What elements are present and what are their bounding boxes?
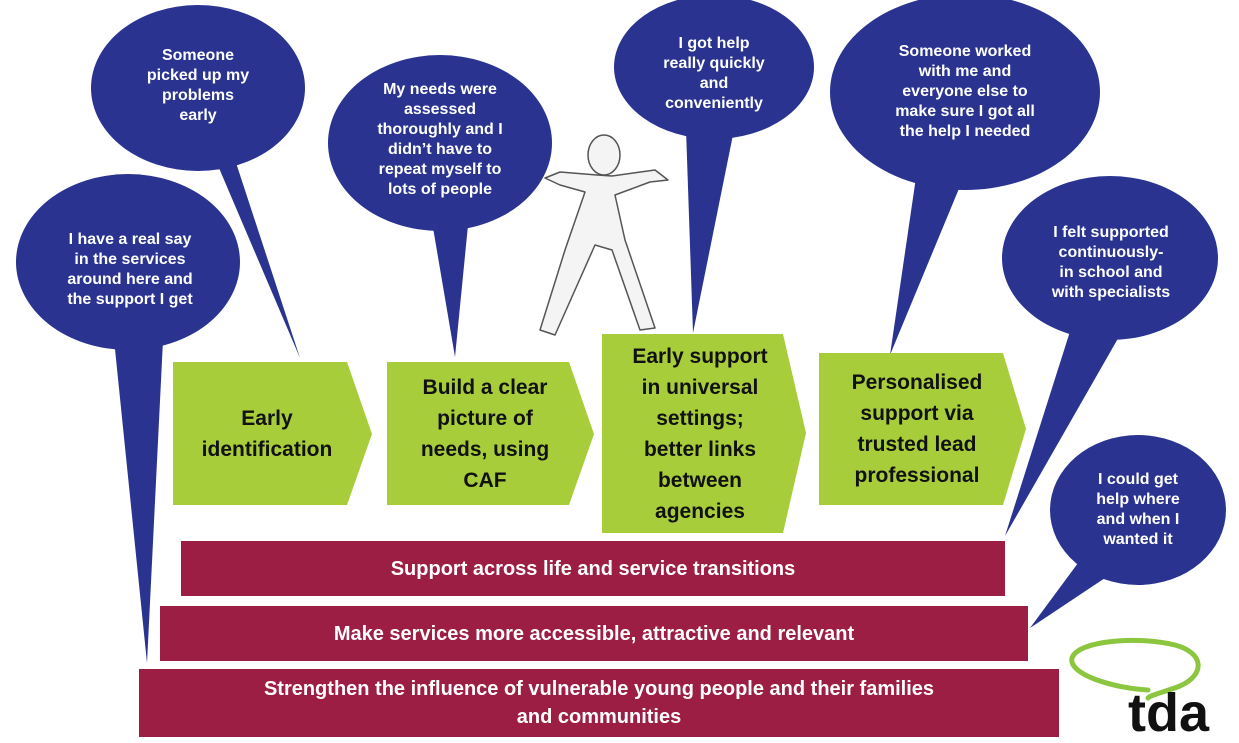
speech-bubble-felt-supported: [1002, 176, 1218, 536]
bubble-text-real-say: I have a real say in the services around…: [67, 231, 193, 308]
arrow-shape-early-support: [602, 334, 806, 533]
tda-logo-text: tda: [1128, 683, 1209, 743]
bubble-text-help-where-when: I could get help where and when I wanted…: [1096, 471, 1180, 548]
bar-shape-accessible: [160, 606, 1028, 661]
bubble-text-felt-supported: I felt supported continuously- in school…: [1051, 224, 1171, 301]
speech-bubble-worked-with-me: [830, 0, 1100, 355]
speech-bubble-quick-help: [614, 0, 814, 333]
speech-bubble-help-where-when: [1030, 435, 1226, 628]
arrow-shape-build-clear-picture: [387, 362, 594, 505]
speech-bubble-real-say: [16, 174, 240, 663]
speech-bubble-early-problems: [91, 5, 305, 358]
logo-swoosh-icon: [1069, 637, 1201, 701]
bubble-text-needs-assessed: My needs were assessed thoroughly and I …: [377, 81, 503, 198]
arrow-label-personalised-support: Personalised support via trusted lead pr…: [851, 371, 983, 487]
bubble-text-early-problems: Someone picked up my problems early: [146, 47, 250, 124]
bar-shape-influence: [139, 669, 1059, 737]
bar-label-transitions: Support across life and service transiti…: [390, 557, 796, 580]
arrow-label-early-support: Early support in universal settings; bet…: [632, 344, 768, 523]
arrow-shape-early-identification: [173, 362, 372, 505]
bar-label-influence: Strengthen the influence of vulnerable y…: [263, 678, 935, 728]
arrow-shape-personalised-support: [819, 353, 1026, 505]
arrow-label-build-clear-picture: Build a clear picture of needs, using CA…: [420, 375, 550, 492]
arrow-label-early-identification: Early identification: [201, 406, 333, 461]
bar-label-accessible: Make services more accessible, attractiv…: [333, 622, 855, 645]
person-figure-illustration: [539, 134, 669, 336]
bubble-text-quick-help: I got help really quickly and convenient…: [663, 35, 765, 112]
bar-shape-transitions: [181, 541, 1005, 596]
bubble-text-worked-with-me: Someone worked with me and everyone else…: [895, 43, 1035, 140]
speech-bubble-needs-assessed: [328, 55, 552, 357]
